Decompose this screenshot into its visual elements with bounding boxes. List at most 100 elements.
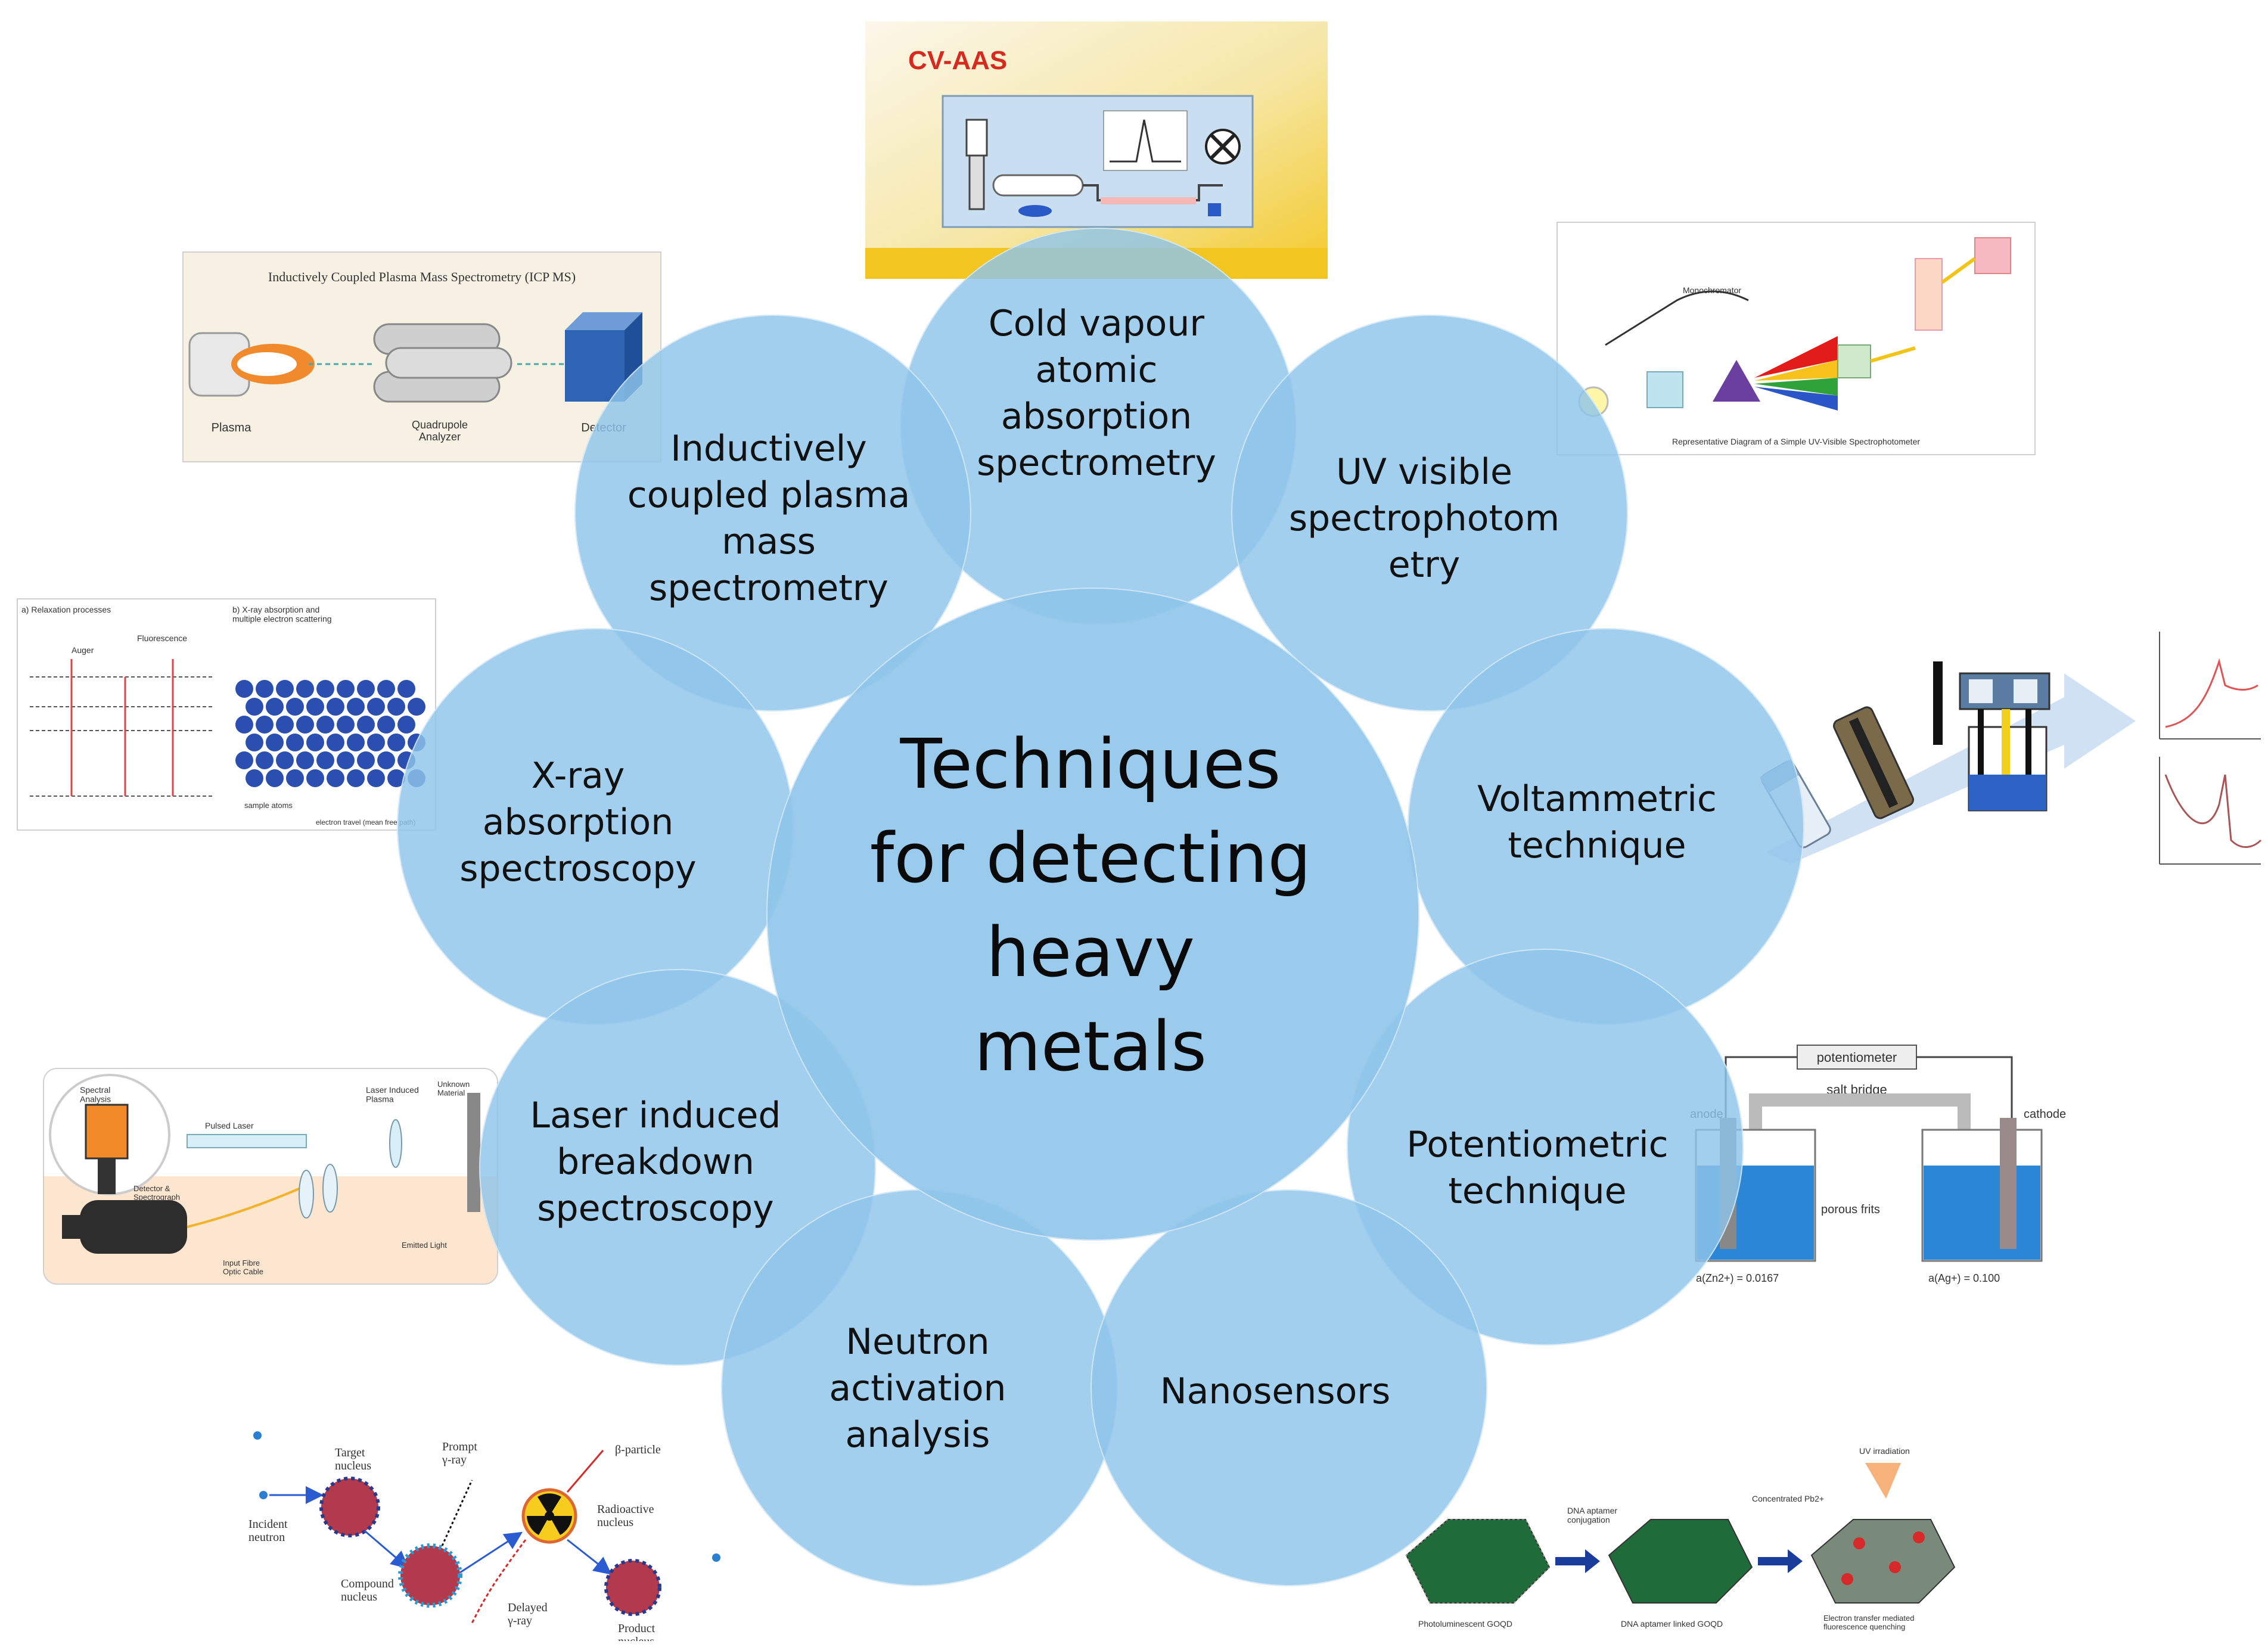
product-nucleus-icon [604,1559,661,1616]
quadrupole-icon [373,323,512,403]
flow-arrow [1766,673,2136,864]
atom [306,698,324,716]
atom [337,751,355,769]
icpms-plasma-label: Plasma [212,421,252,434]
atom [337,680,355,698]
atom [246,734,263,751]
cv-plot-icon [2159,632,2262,865]
label-potentiometric: Potentiometric technique [1406,1124,1669,1212]
icpms-title: Inductively Coupled Plasma Mass Spectrom… [268,269,576,284]
circle-nanosensors [1090,1189,1487,1586]
target-nucleus-icon [319,1477,380,1537]
porous-frits-label: porous frits [1821,1203,1880,1216]
plasma-torch-icon [188,332,315,397]
atom [306,734,324,751]
atom [357,716,375,734]
membrane-bar [1933,661,1943,745]
libs-laser-label: Pulsed Laser [205,1121,254,1130]
xas-sample-label: sample atoms [244,801,293,810]
xas-a-label: a) Relaxation processes [21,605,111,614]
potentiometer-label: potentiometer [1817,1050,1897,1065]
atom [286,769,304,787]
sample-icon [1837,344,1871,378]
goqd-sheet-1 [1405,1519,1551,1604]
cell-icon [1959,672,2050,812]
cathode-label: cathode [2024,1108,2066,1121]
atom [397,680,415,698]
circle-center [766,588,1419,1241]
cvaas-thumbnail: CV-AAS [865,21,1328,279]
goqd-sheet-2 [1608,1519,1753,1604]
atom [387,698,405,716]
label-naa: Neutron activation analysis [829,1321,1006,1456]
atom [235,716,253,734]
atom [246,769,263,787]
atom [337,716,355,734]
libs-detector-label: Detector &Spectrograph [133,1184,180,1201]
atom [357,680,375,698]
naa-beta-label: β-particle [615,1443,661,1456]
left-activity-label: a(Zn2+) = 0.0167 [1696,1272,1779,1284]
label-xas: X-ray absorption spectroscopy [459,755,697,890]
atom [316,680,334,698]
atom [276,751,294,769]
atom [357,751,375,769]
atom [316,751,334,769]
lens-icon [389,1119,402,1168]
circle-naa [721,1189,1118,1586]
atom [377,751,395,769]
potentiometric-thumbnail: potentiometer salt bridge anode cathode … [1678,1040,2071,1295]
atom [296,716,314,734]
nano-stage2-label: DNA aptamer linked GOQD [1621,1619,1723,1629]
material-icon [467,1093,480,1212]
label-icp-ms: Inductively coupled plasma mass spectrom… [627,428,911,609]
atom [387,734,405,751]
atom [347,734,365,751]
atom [387,769,405,787]
slit-icon [1646,371,1683,408]
atom [276,680,294,698]
nano-stage1-label: Photoluminescent GOQD [1418,1619,1512,1629]
label-nanosensors: Nanosensors [1160,1371,1391,1412]
atom [327,769,344,787]
radioactive-nucleus-icon [521,1488,577,1544]
atom [266,734,284,751]
label-cv-aas: Cold vapour atomic absorption spectromet… [977,303,1216,484]
detector-spectrograph-icon [62,1200,187,1254]
circle-xas [397,628,794,1025]
atom [347,698,365,716]
voltammetric-thumbnail [1754,626,2267,876]
atom [327,698,344,716]
nano-step2-label: Concentrated Pb2+ [1752,1494,1824,1503]
atom [286,698,304,716]
atom [397,716,415,734]
atom [256,751,274,769]
label-uv-vis: UV visible spectrophotom etry [1288,451,1560,586]
atom-lattice [235,680,425,787]
nano-uv-label: UV irradiation [1859,1446,1910,1456]
atom [367,698,385,716]
uv-beam-icon [1865,1463,1901,1499]
reference-icon [1915,258,1943,331]
atom [316,716,334,734]
goqd-sheet-3 [1810,1519,1956,1604]
spectrum-rays [1754,336,1838,411]
label-voltammetric: Voltammetric technique [1477,778,1717,866]
compound-nucleus-icon [398,1543,462,1608]
atom [367,734,385,751]
atom [256,716,274,734]
